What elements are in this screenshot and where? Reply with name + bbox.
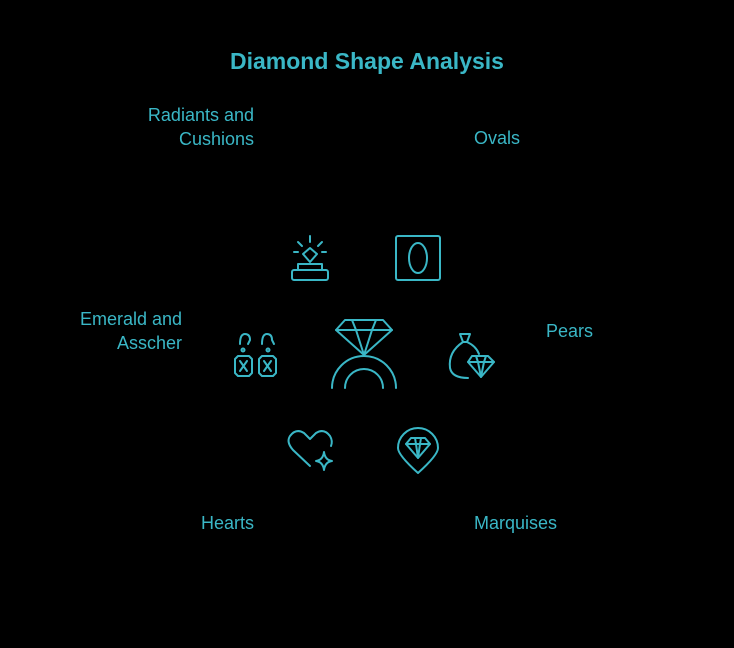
label-emerald-asscher: Emerald and Asscher: [79, 309, 182, 353]
heart-sparkle-icon: [287, 430, 333, 471]
label-marquises: Marquises: [474, 513, 558, 533]
gem-pin-icon: [397, 427, 439, 474]
label-radiants-cushions: Radiants and Cushions: [147, 105, 254, 149]
label-ovals: Ovals: [474, 128, 521, 148]
label-hearts: Hearts: [200, 513, 254, 533]
oval-frame-icon: [395, 235, 441, 281]
label-pears: Pears: [546, 321, 594, 341]
gem-bag-icon: [448, 333, 495, 379]
diagram-title: Diamond Shape Analysis: [230, 48, 504, 74]
diamond-ring-icon: [331, 319, 397, 389]
earrings-icon: [234, 333, 277, 377]
ring-box-icon: [291, 235, 329, 281]
